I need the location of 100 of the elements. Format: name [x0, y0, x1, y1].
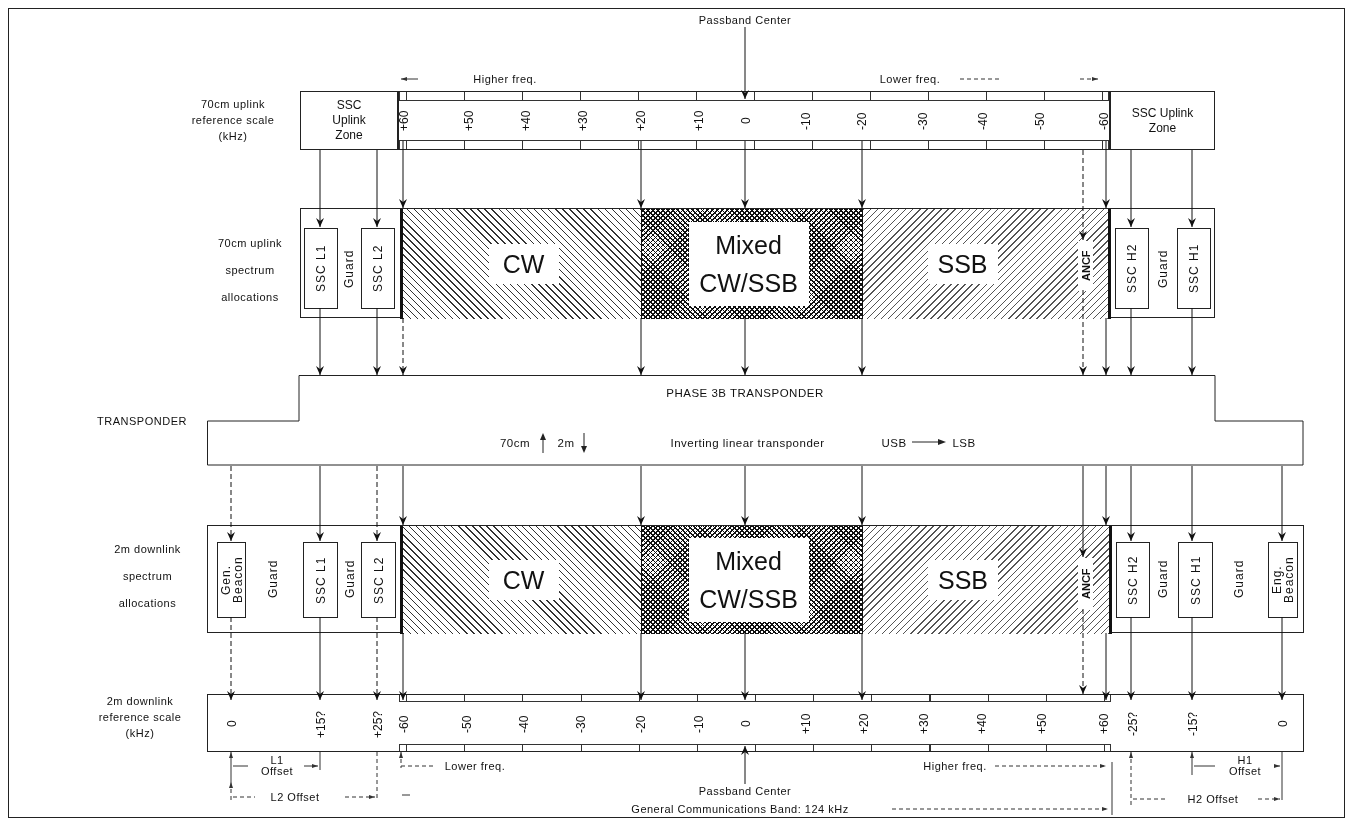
band-label: SSB — [928, 560, 998, 600]
channel-box: SSC L1 — [303, 542, 338, 618]
scale-value: 0 — [225, 701, 239, 747]
arrow — [741, 465, 749, 526]
arrow — [316, 465, 324, 542]
hatched-band — [641, 526, 862, 634]
channel-box: Eng. Beacon — [1268, 542, 1298, 618]
scale-value: -30 — [574, 701, 588, 747]
row-label: 2m downlink spectrum allocations — [113, 541, 182, 611]
scale-value: -10 — [692, 701, 706, 747]
arrow — [399, 140, 407, 209]
channel-box: SSC L2 — [361, 542, 396, 618]
scale-value: +10 — [692, 100, 706, 142]
arrow — [741, 317, 749, 376]
arrow — [1188, 465, 1196, 542]
caption-text: Passband Center — [700, 13, 790, 27]
channel-box: SSC H2 — [1116, 542, 1150, 618]
block-text: 2m — [556, 436, 576, 450]
scale-value: +30 — [576, 100, 590, 142]
scale-value: +25? — [371, 701, 385, 747]
hatched-band — [641, 209, 862, 319]
dimension-label: L2 Offset — [269, 791, 321, 803]
band-label: ANCF — [1078, 558, 1093, 610]
arrow — [1079, 608, 1087, 695]
arrow — [858, 140, 866, 209]
arrow — [227, 465, 235, 542]
arrow — [637, 140, 645, 209]
scale-value: +20 — [634, 100, 648, 142]
row-label: 70cm uplink spectrum allocations — [216, 235, 284, 305]
zone-box: SSC Uplink Zone — [300, 91, 398, 150]
arrow — [1127, 307, 1135, 376]
arrow — [316, 616, 324, 701]
arrow — [637, 465, 645, 526]
arrow — [1188, 149, 1196, 228]
zone-box: SSC Uplink Zone — [1110, 91, 1215, 150]
scale-value: -40 — [976, 100, 990, 142]
band-label: ANCF — [1078, 241, 1093, 291]
scale-value: +60 — [397, 100, 411, 142]
hatched-band — [862, 526, 1112, 634]
arrow — [637, 317, 645, 376]
direction-label: Lower freq. — [878, 73, 942, 85]
row-label: TRANSPONDER — [96, 414, 188, 428]
arrow — [399, 632, 407, 701]
scale-value: -20 — [634, 701, 648, 747]
block-title: PHASE 3B TRANSPONDER — [665, 386, 825, 400]
arrow — [373, 465, 381, 542]
band-label: Guard — [1156, 236, 1170, 301]
scale-value: -10 — [799, 100, 813, 142]
scale-value: 0 — [739, 100, 753, 142]
band-label: Guard — [1232, 546, 1246, 611]
channel-box: SSC H1 — [1177, 228, 1211, 309]
band-label: Guard — [1156, 546, 1170, 611]
arrow — [741, 632, 749, 701]
arrow — [858, 317, 866, 376]
row-label: 70cm uplink reference scale (kHz) — [190, 97, 276, 144]
scale-value: +50 — [462, 100, 476, 142]
scale-value: -40 — [517, 701, 531, 747]
channel-box: SSC H1 — [1178, 542, 1213, 618]
arrow — [858, 465, 866, 526]
arrow — [316, 307, 324, 376]
arrow — [399, 317, 407, 376]
allocation-bar — [300, 208, 1215, 318]
arrow — [1079, 149, 1087, 241]
scale-value: -15? — [1186, 701, 1200, 747]
arrow — [741, 745, 749, 785]
dimension-label: L1 Offset — [259, 754, 295, 778]
channel-box: SSC L1 — [304, 228, 338, 309]
scale-value: -50 — [1033, 100, 1047, 142]
arrow — [741, 26, 749, 100]
band-label: Guard — [266, 546, 280, 611]
band-label: SSB — [927, 244, 998, 284]
scale-value: +60 — [1097, 701, 1111, 747]
row-label: 2m downlink reference scale (kHz) — [97, 694, 183, 741]
scale-value: -50 — [460, 701, 474, 747]
scale-value: +40 — [975, 701, 989, 747]
band-label: CW — [488, 244, 559, 284]
arrow — [399, 465, 407, 526]
hatched-band — [400, 209, 641, 319]
arrow — [637, 632, 645, 701]
direction-label: Higher freq. — [922, 760, 988, 772]
scale-value: -30 — [916, 100, 930, 142]
scale-value: +15? — [314, 701, 328, 747]
block-text: USB — [880, 436, 908, 450]
caption-text: Passband Center — [700, 784, 790, 798]
arrow — [1102, 140, 1110, 209]
reference-scale — [207, 694, 1304, 752]
scale-value: 0 — [739, 701, 753, 747]
scale-value: +30 — [917, 701, 931, 747]
channel-box: SSC L2 — [361, 228, 395, 309]
scale-value: -60 — [1097, 100, 1111, 142]
hatched-band — [862, 209, 1111, 319]
scale-value: +10 — [799, 701, 813, 747]
arrow — [1188, 616, 1196, 701]
arrow — [1079, 465, 1087, 558]
arrow — [1127, 616, 1135, 701]
band-label: Guard — [342, 236, 356, 301]
scale-value: -25? — [1126, 701, 1140, 747]
scale-value: +20 — [857, 701, 871, 747]
scale-value: +50 — [1035, 701, 1049, 747]
arrow — [741, 140, 749, 209]
